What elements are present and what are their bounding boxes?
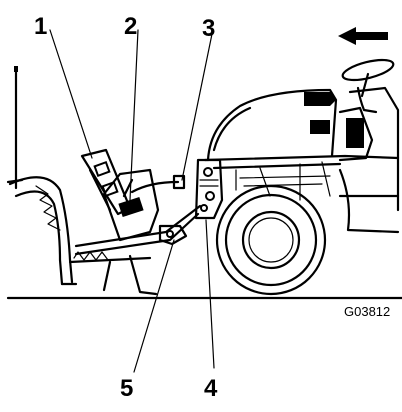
plow-mount (68, 148, 202, 296)
tractor (194, 58, 400, 296)
callout-4: 4 (204, 375, 218, 402)
callout-2: 2 (124, 13, 137, 40)
callout-5: 5 (120, 375, 133, 402)
callout-3: 3 (202, 15, 215, 42)
callout-1: 1 (34, 13, 47, 40)
plow-blade (6, 66, 78, 286)
left-arrow-icon (338, 27, 388, 45)
leader-lines (49, 29, 215, 373)
figure-id: G03812 (344, 304, 390, 319)
